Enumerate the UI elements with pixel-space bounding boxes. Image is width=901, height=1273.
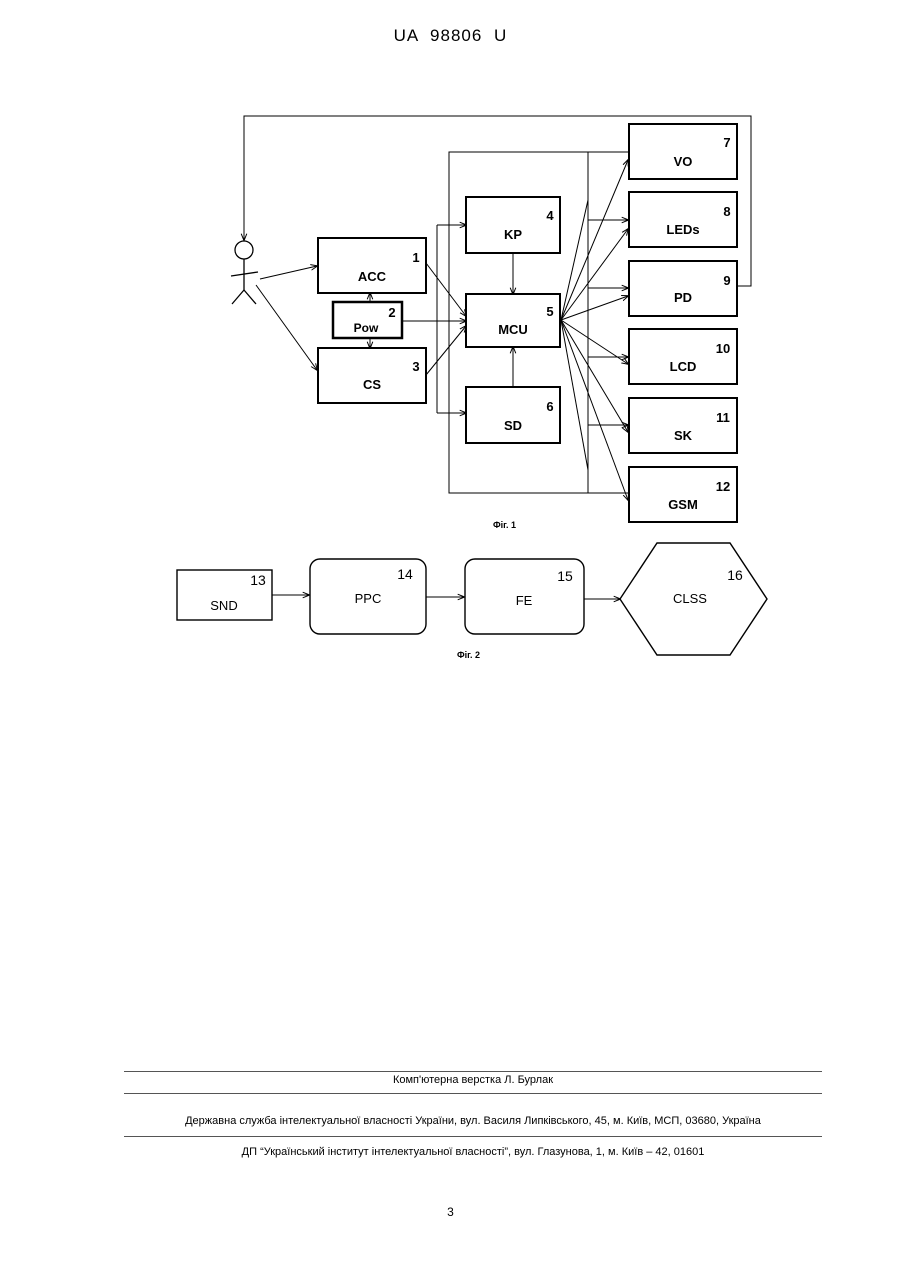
block-snd-num: 13 bbox=[250, 572, 266, 588]
block-clss-label: CLSS bbox=[673, 591, 707, 606]
block-fe-num: 15 bbox=[557, 568, 573, 584]
block-cs-num: 3 bbox=[412, 359, 419, 374]
footer-typesetting: Комп'ютерна верстка Л. Бурлак bbox=[124, 1074, 822, 1086]
block-leds-label: LEDs bbox=[666, 222, 699, 237]
block-vo bbox=[629, 124, 737, 179]
block-acc-label: ACC bbox=[358, 269, 387, 284]
footer-agency: Державна служба інтелектуальної власност… bbox=[124, 1115, 822, 1127]
footer-rule-1 bbox=[124, 1071, 822, 1072]
figure-1-caption: Фіг. 1 bbox=[493, 520, 516, 530]
block-vo-num: 7 bbox=[723, 135, 730, 150]
block-gsm-num: 12 bbox=[716, 479, 730, 494]
block-gsm bbox=[629, 467, 737, 522]
block-fe-label: FE bbox=[516, 593, 533, 608]
block-lcd-num: 10 bbox=[716, 341, 730, 356]
block-pd bbox=[629, 261, 737, 316]
block-ppc-label: PPC bbox=[355, 591, 382, 606]
block-pow-num: 2 bbox=[388, 305, 395, 320]
block-kp bbox=[466, 197, 560, 253]
block-diagrams: ACC 1 Pow 2 CS 3 KP 4 MCU 5 SD 6 VO 7 LE… bbox=[0, 0, 901, 700]
block-sd bbox=[466, 387, 560, 443]
block-kp-num: 4 bbox=[546, 208, 554, 223]
block-kp-label: KP bbox=[504, 227, 522, 242]
block-sk bbox=[629, 398, 737, 453]
page-number: 3 bbox=[0, 1205, 901, 1219]
footer-rule-2 bbox=[124, 1093, 822, 1094]
block-ppc-num: 14 bbox=[397, 566, 413, 582]
block-snd-label: SND bbox=[210, 598, 237, 613]
block-lcd bbox=[629, 329, 737, 384]
block-pow-label: Pow bbox=[354, 321, 379, 335]
user-stick-figure-icon bbox=[231, 241, 258, 304]
footer-institute: ДП “Український інститут інтелектуальної… bbox=[124, 1146, 822, 1158]
block-acc bbox=[318, 238, 426, 293]
block-leds-num: 8 bbox=[723, 204, 730, 219]
block-mcu-label: MCU bbox=[498, 322, 528, 337]
block-acc-num: 1 bbox=[412, 250, 419, 265]
block-mcu-num: 5 bbox=[546, 304, 553, 319]
block-mcu bbox=[466, 294, 560, 347]
block-leds bbox=[629, 192, 737, 247]
block-sk-label: SK bbox=[674, 428, 693, 443]
block-cs-label: CS bbox=[363, 377, 381, 392]
block-sd-label: SD bbox=[504, 418, 522, 433]
block-pd-label: PD bbox=[674, 290, 692, 305]
block-clss-num: 16 bbox=[727, 567, 743, 583]
block-cs bbox=[318, 348, 426, 403]
block-pd-num: 9 bbox=[723, 273, 730, 288]
block-sk-num: 11 bbox=[716, 410, 730, 425]
block-gsm-label: GSM bbox=[668, 497, 698, 512]
block-sd-num: 6 bbox=[546, 399, 553, 414]
block-vo-label: VO bbox=[674, 154, 693, 169]
footer-rule-3 bbox=[124, 1136, 822, 1137]
block-lcd-label: LCD bbox=[670, 359, 697, 374]
figure-2-caption: Фіг. 2 bbox=[457, 650, 480, 660]
